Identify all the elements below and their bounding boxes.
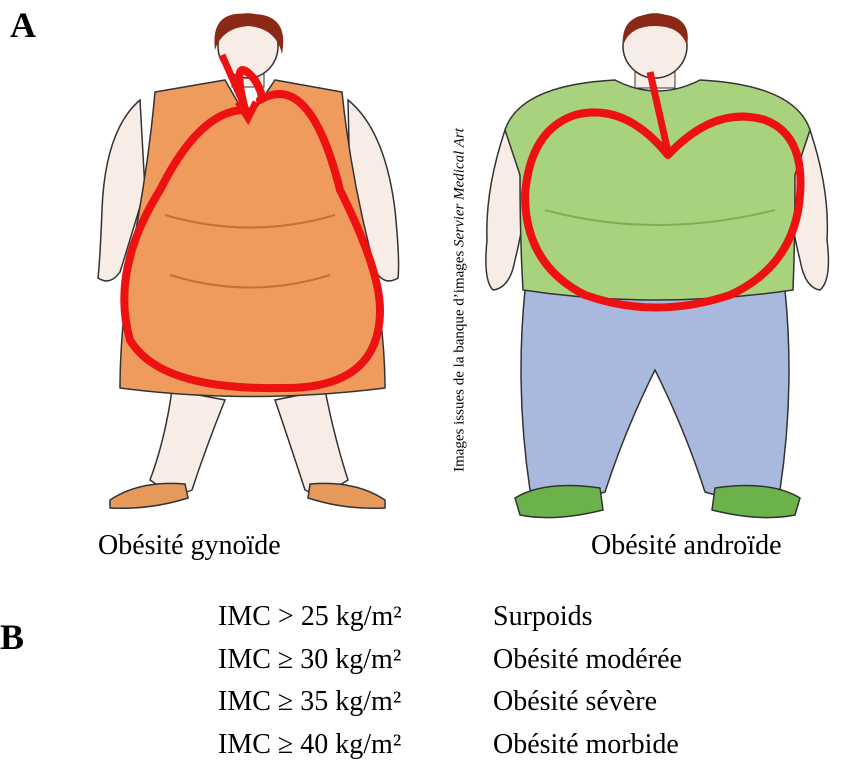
android-figure-illustration	[475, 10, 840, 535]
gynoid-caption: Obésité gynoïde	[98, 530, 281, 562]
imc-row: IMC > 25 kg/m² Surpoids	[218, 596, 682, 639]
credit-prefix: Images issues de la banque d’images	[452, 247, 468, 472]
imc-classification-table: IMC > 25 kg/m² Surpoids IMC ≥ 30 kg/m² O…	[218, 596, 682, 766]
panel-b-letter: B	[0, 616, 24, 658]
imc-row: IMC ≥ 35 kg/m² Obésité sévère	[218, 681, 682, 724]
imc-label: Surpoids	[493, 596, 593, 639]
image-credit: Images issues de la banque d’images Serv…	[452, 128, 469, 472]
credit-brand: Servier Medical Art	[452, 128, 468, 247]
imc-label: Obésité sévère	[493, 681, 657, 724]
panel-a-letter: A	[10, 4, 36, 46]
imc-range: IMC ≥ 35 kg/m²	[218, 681, 493, 724]
imc-row: IMC ≥ 30 kg/m² Obésité modérée	[218, 639, 682, 682]
android-caption: Obésité androïde	[591, 530, 782, 562]
imc-range: IMC > 25 kg/m²	[218, 596, 493, 639]
imc-range: IMC ≥ 40 kg/m²	[218, 724, 493, 767]
imc-label: Obésité morbide	[493, 724, 679, 767]
imc-row: IMC ≥ 40 kg/m² Obésité morbide	[218, 724, 682, 767]
gynoid-figure-illustration	[80, 10, 420, 520]
imc-label: Obésité modérée	[493, 639, 682, 682]
imc-range: IMC ≥ 30 kg/m²	[218, 639, 493, 682]
